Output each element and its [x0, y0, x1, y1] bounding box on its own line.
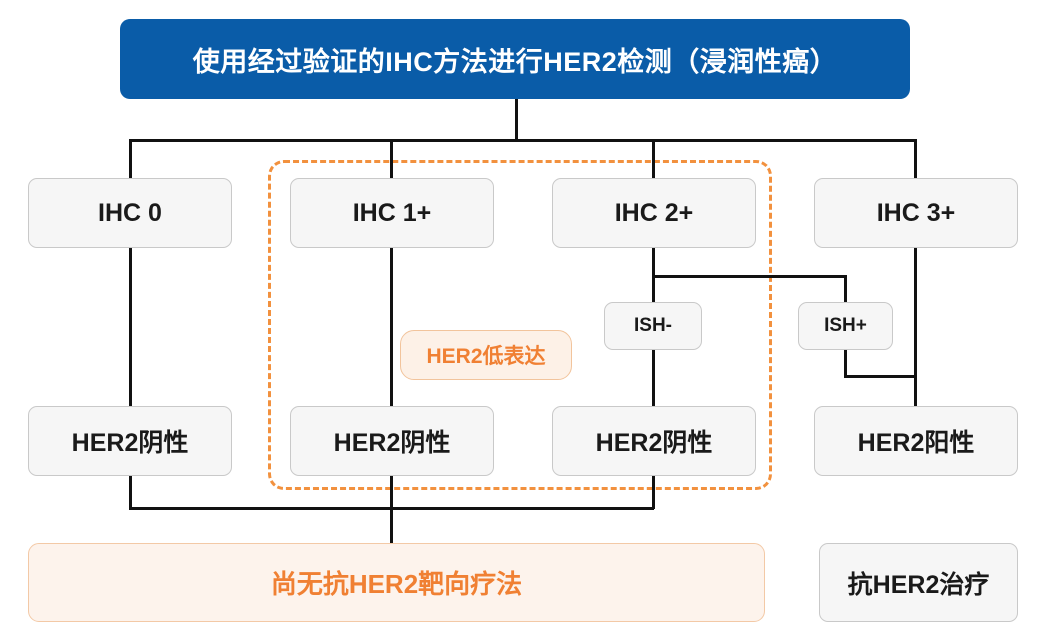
node-ish-negative-label: ISH-: [634, 315, 672, 336]
connector-ish-positive-stem: [844, 350, 847, 377]
connector-ish-positive-merge: [844, 375, 916, 378]
node-anti-her2-therapy[interactable]: 抗HER2治疗: [819, 543, 1018, 622]
node-result-her2-negative-ihc0-label: HER2阴性: [71, 429, 189, 457]
node-result-her2-negative-ish-neg[interactable]: HER2阴性: [552, 406, 756, 476]
node-ihc-2-plus-label: IHC 2+: [614, 198, 694, 227]
node-ihc-1-plus-label: IHC 1+: [352, 198, 432, 227]
node-result-her2-negative-ish-neg-label: HER2阴性: [595, 429, 713, 457]
connector-ihc0-to-result: [129, 248, 132, 406]
node-result-her2-negative-ihc1-label: HER2阴性: [333, 429, 451, 457]
flowchart-title-text: 使用经过验证的IHC方法进行HER2检测（浸润性癌）: [192, 46, 838, 77]
connector-bus-to-ihc1: [390, 139, 393, 179]
her2-low-expression-highlight-region: [268, 160, 772, 490]
connector-ish-negative-to-result: [652, 350, 655, 406]
node-no-anti-her2-targeted-therapy[interactable]: 尚无抗HER2靶向疗法: [28, 543, 765, 622]
node-no-anti-her2-targeted-therapy-label: 尚无抗HER2靶向疗法: [270, 569, 523, 599]
node-anti-her2-therapy-label: 抗HER2治疗: [847, 570, 990, 599]
connector-bus-to-ihc3: [914, 139, 917, 179]
connector-header-stem: [515, 99, 518, 141]
connector-ihc2-split-bus: [652, 275, 846, 278]
connector-result-ihc0-down: [129, 476, 132, 509]
node-ish-negative[interactable]: ISH-: [604, 302, 702, 350]
node-ish-positive[interactable]: ISH+: [798, 302, 893, 350]
connector-to-ish-negative: [652, 275, 655, 302]
connector-bus-to-ihc0: [129, 139, 132, 179]
flowchart-title-banner: 使用经过验证的IHC方法进行HER2检测（浸润性癌）: [120, 19, 910, 99]
connector-bus-to-ihc2: [652, 139, 655, 179]
node-ihc-1-plus[interactable]: IHC 1+: [290, 178, 494, 248]
connector-to-ish-positive: [844, 275, 847, 302]
connector-result-ish-neg-down: [652, 476, 655, 509]
node-ish-positive-label: ISH+: [824, 315, 867, 336]
node-result-her2-negative-ihc1[interactable]: HER2阴性: [290, 406, 494, 476]
badge-her2-low-expression: HER2低表达: [400, 330, 572, 380]
connector-ihc1-to-result: [390, 248, 393, 406]
node-result-her2-positive[interactable]: HER2阳性: [814, 406, 1018, 476]
node-ihc-2-plus[interactable]: IHC 2+: [552, 178, 756, 248]
node-result-her2-negative-ihc0[interactable]: HER2阴性: [28, 406, 232, 476]
node-ihc-0-label: IHC 0: [98, 198, 162, 227]
connector-ihc2-stem: [652, 248, 655, 277]
badge-her2-low-expression-label: HER2低表达: [426, 345, 546, 368]
node-ihc-3-plus[interactable]: IHC 3+: [814, 178, 1018, 248]
node-result-her2-positive-label: HER2阳性: [857, 429, 975, 457]
connector-ihc3-to-result: [914, 248, 917, 406]
connector-bus-to-no-therapy: [390, 507, 393, 544]
connector-top-distribution-bus: [129, 139, 916, 142]
connector-result-ihc1-down: [390, 476, 393, 509]
node-ihc-3-plus-label: IHC 3+: [876, 198, 956, 227]
node-ihc-0[interactable]: IHC 0: [28, 178, 232, 248]
